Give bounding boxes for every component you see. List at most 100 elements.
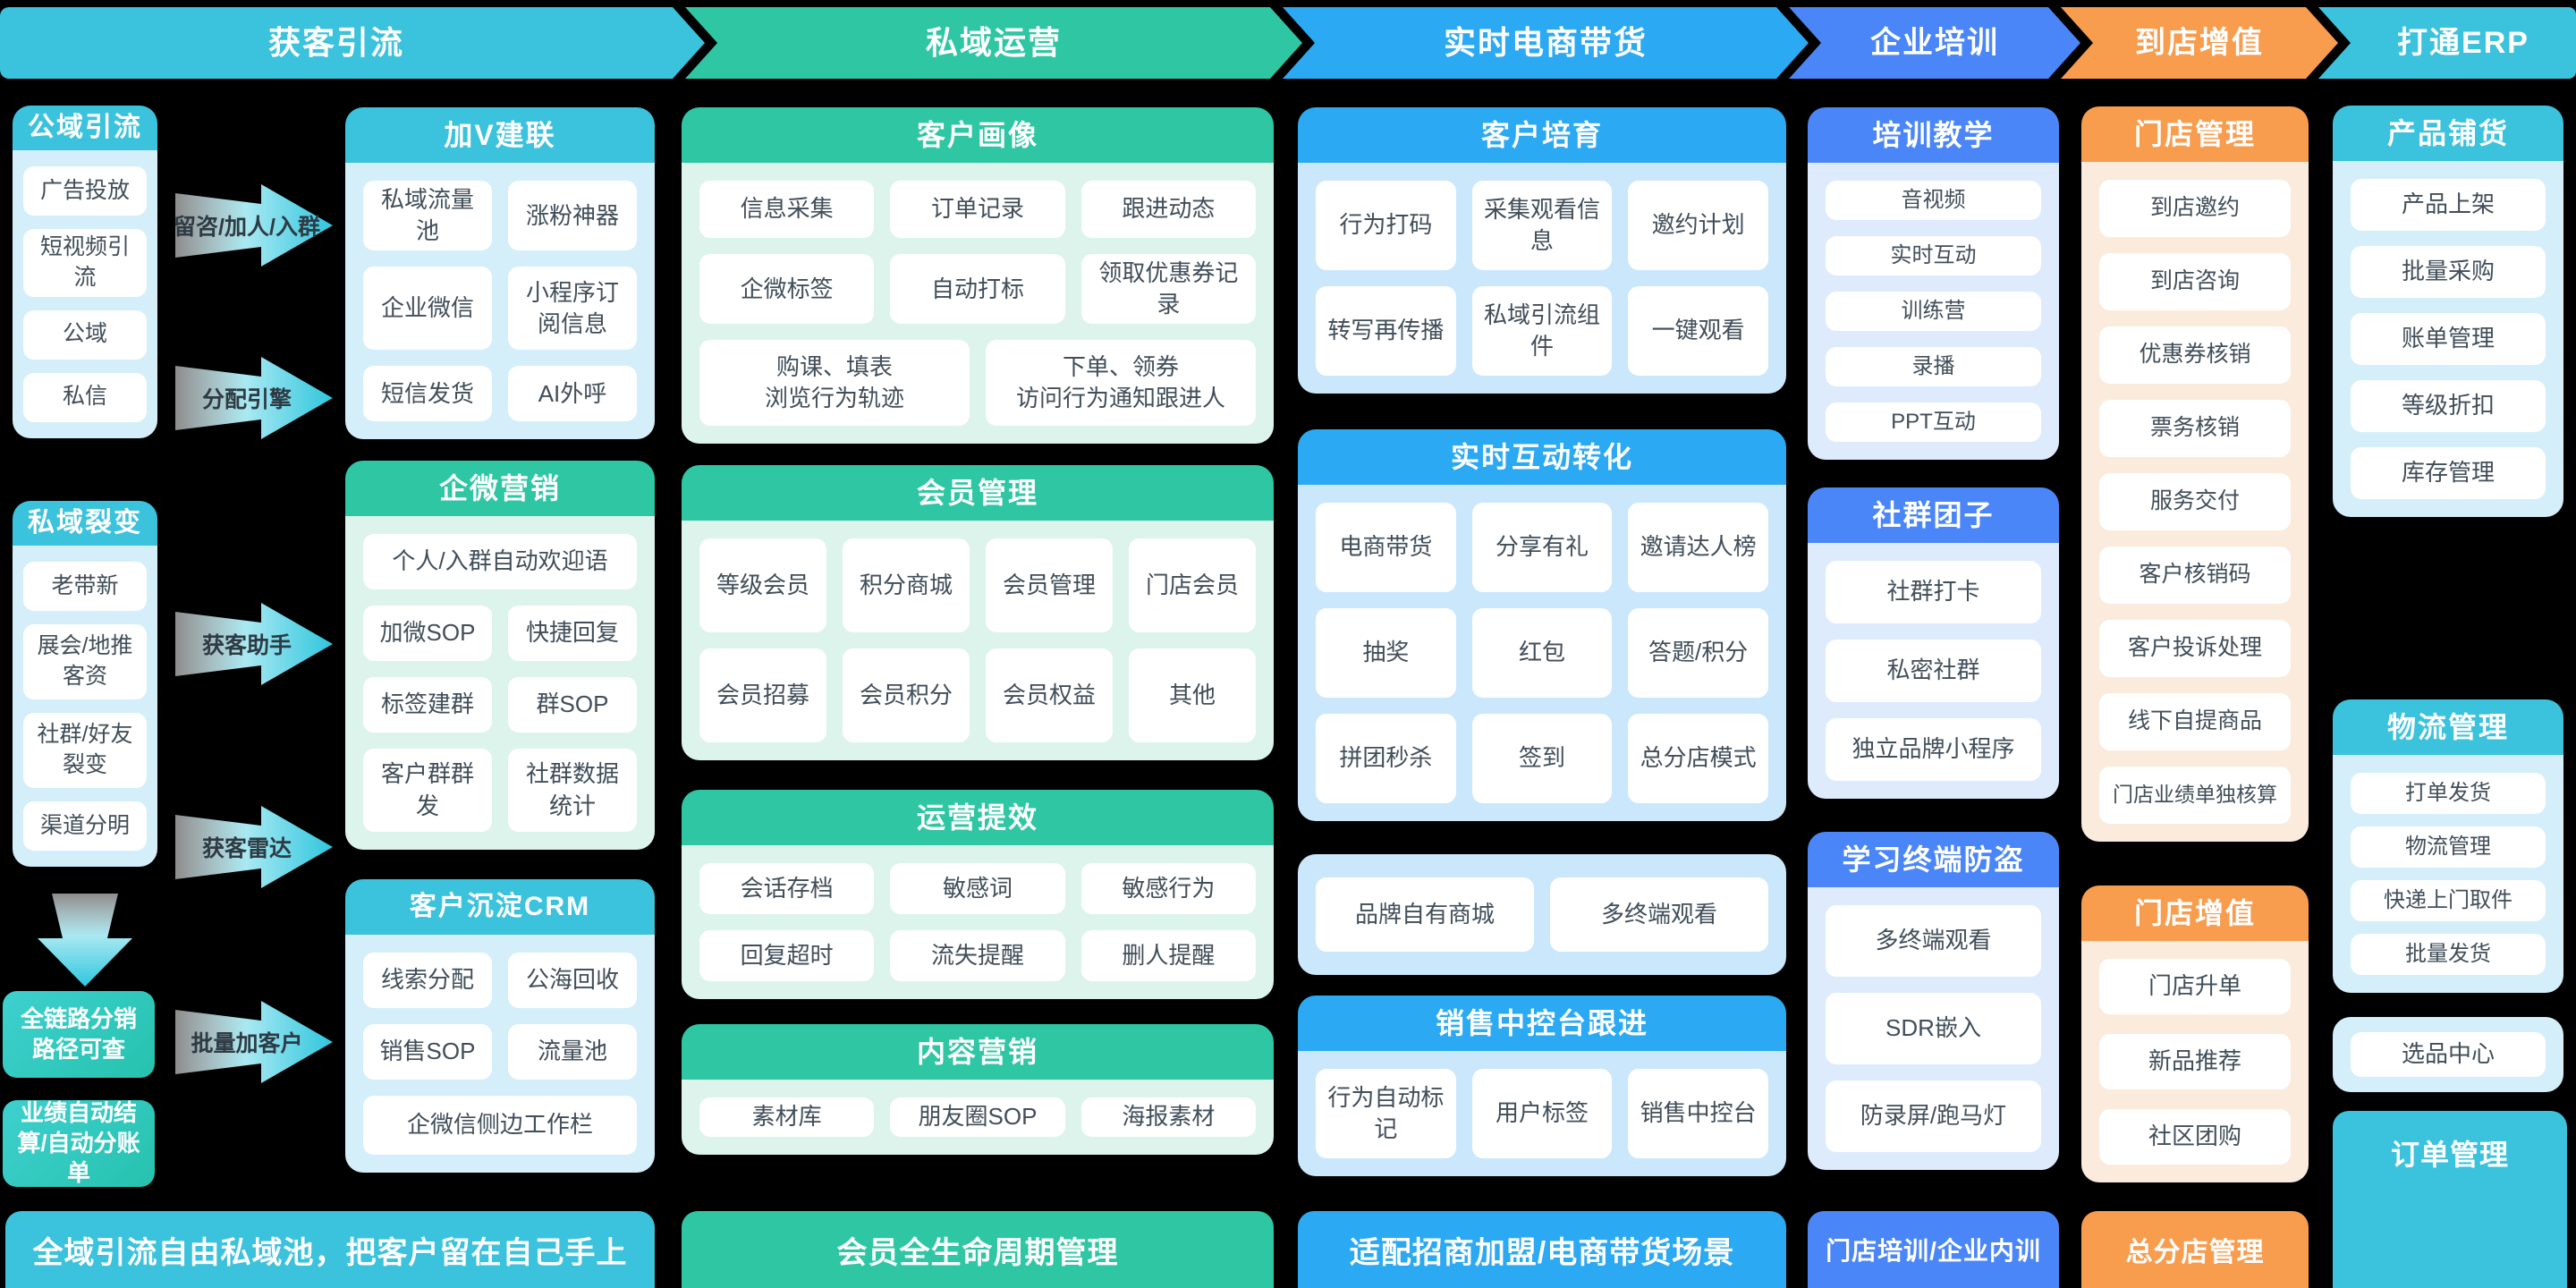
feature-item: 下单、领券 访问行为通知跟进人 bbox=[985, 340, 1256, 427]
section-title: 客户培育 bbox=[1298, 107, 1786, 163]
section-title: 运营提效 bbox=[682, 790, 1274, 845]
feature-item: 实时互动 bbox=[1826, 236, 2041, 275]
section-body: 到店邀约 到店咨询 优惠券核销 票务核销 服务交付 客户核销码 客户投诉处理 线… bbox=[2081, 162, 2309, 842]
feature-item: 领取优惠券记录 bbox=[1080, 254, 1256, 325]
feature-item: 门店升单 bbox=[2099, 959, 2291, 1014]
section-wecom-marketing: 企微营销 个人/入群自动欢迎语 加微SOP 快捷回复 标签建群 群SOP 客户群… bbox=[345, 461, 655, 850]
feature-item: 总分店模式 bbox=[1628, 714, 1768, 803]
feature-item: 加微SOP bbox=[363, 606, 492, 661]
feature-item: 其他 bbox=[1129, 648, 1256, 742]
section-product-selection: 选品中心 bbox=[2333, 1017, 2563, 1092]
feature-item: 防录屏/跑马灯 bbox=[1826, 1080, 2041, 1152]
feature-item: 个人/入群自动欢迎语 bbox=[363, 534, 637, 589]
highlight-box: 全链路分销路径可查 bbox=[3, 991, 155, 1078]
right-arrow-icon bbox=[175, 806, 333, 888]
section-body: 行为打码 采集观看信息 邀约计划 转写再传播 私域引流组件 一键观看 bbox=[1298, 163, 1786, 394]
banner-customer-acquisition: 获客引流 bbox=[0, 7, 705, 79]
feature-item: 公海回收 bbox=[508, 953, 637, 1008]
section-training-teaching: 培训教学 音视频 实时互动 训练营 录播 PPT互动 bbox=[1808, 107, 2059, 460]
feature-item: 社群/好友裂变 bbox=[23, 713, 147, 788]
feature-item: 录播 bbox=[1826, 347, 2041, 386]
feature-item: 选品中心 bbox=[2351, 1032, 2546, 1077]
banner-enterprise-training: 企业培训 bbox=[1789, 7, 2080, 79]
section-body: 个人/入群自动欢迎语 加微SOP 快捷回复 标签建群 群SOP 客户群群发 社群… bbox=[345, 516, 655, 850]
feature-item: 广告投放 bbox=[23, 166, 147, 216]
section-title: 私域裂变 bbox=[13, 501, 157, 546]
feature-item: 物流管理 bbox=[2351, 826, 2546, 868]
section-member-management: 会员管理 等级会员 积分商城 会员管理 门店会员 会员招募 会员积分 会员权益 … bbox=[682, 465, 1274, 760]
feature-item: 销售中控台 bbox=[1628, 1069, 1768, 1158]
section-title: 培训教学 bbox=[1808, 107, 2059, 163]
section-body: 产品上架 批量采购 账单管理 等级折扣 库存管理 bbox=[2333, 161, 2563, 517]
feature-item: 答题/积分 bbox=[1628, 608, 1768, 698]
section-private-fission: 私域裂变 老带新 展会/地推客资 社群/好友裂变 渠道分明 bbox=[13, 501, 157, 867]
feature-item: 到店咨询 bbox=[2099, 253, 2291, 310]
flow-arrow: 留咨/加人/入群 bbox=[174, 179, 333, 272]
flow-arrow-label: 留咨/加人/入群 bbox=[174, 215, 320, 240]
feature-item: 公域 bbox=[23, 309, 147, 360]
feature-item: 一键观看 bbox=[1628, 286, 1768, 376]
section-body: 电商带货 分享有礼 邀请达人榜 抽奖 红包 答题/积分 拼团秒杀 签到 总分店模… bbox=[1298, 485, 1786, 821]
feature-item: 小程序订阅信息 bbox=[508, 267, 637, 351]
section-title: 门店增值 bbox=[2081, 886, 2309, 941]
right-arrow-icon bbox=[175, 357, 333, 439]
feature-item: 积分商城 bbox=[843, 538, 970, 632]
feature-item: 信息采集 bbox=[699, 181, 875, 238]
feature-item: 跟进动态 bbox=[1080, 181, 1256, 238]
section-body: 线索分配 公海回收 销售SOP 流量池 企微信侧边工作栏 bbox=[345, 935, 655, 1173]
section-live-interaction-conversion: 实时互动转化 电商带货 分享有礼 邀请达人榜 抽奖 红包 答题/积分 拼团秒杀 … bbox=[1298, 429, 1786, 821]
section-body: 行为自动标记 用户标签 销售中控台 bbox=[1298, 1051, 1786, 1176]
feature-item: 删人提醒 bbox=[1080, 930, 1256, 981]
feature-item: 社区团购 bbox=[2099, 1109, 2291, 1165]
feature-item: 会员管理 bbox=[986, 538, 1113, 632]
feature-item: 会员积分 bbox=[843, 648, 970, 742]
section-title: 社群团子 bbox=[1808, 487, 2059, 543]
feature-item: 会话存档 bbox=[699, 863, 875, 914]
banner-private-domain-ops: 私域运营 bbox=[685, 7, 1302, 79]
feature-item: 行为打码 bbox=[1316, 181, 1456, 270]
feature-item: 客户群群发 bbox=[363, 749, 492, 832]
feature-item: 购课、填表 浏览行为轨迹 bbox=[699, 340, 970, 427]
feature-item: 打单发货 bbox=[2351, 773, 2546, 814]
feature-item: PPT互动 bbox=[1826, 402, 2041, 442]
feature-item: 品牌自有商城 bbox=[1316, 877, 1534, 952]
flow-arrow-label: 获客雷达 bbox=[201, 836, 292, 861]
highlight-box: 业绩自动结算/自动分账单 bbox=[3, 1099, 155, 1187]
section-body: 老带新 展会/地推客资 社群/好友裂变 渠道分明 bbox=[13, 546, 157, 867]
feature-item: AI外呼 bbox=[508, 366, 637, 422]
feature-item: 邀约计划 bbox=[1628, 181, 1768, 270]
section-body: 会话存档 敏感词 敏感行为 回复超时 流失提醒 删人提醒 bbox=[682, 845, 1274, 999]
feature-item: 流失提醒 bbox=[890, 930, 1065, 981]
section-customer-nurturing: 客户培育 行为打码 采集观看信息 邀约计划 转写再传播 私域引流组件 一键观看 bbox=[1298, 107, 1786, 394]
footer-training: 门店培训/企业内训 bbox=[1808, 1211, 2059, 1288]
feature-item: 新品推荐 bbox=[2099, 1034, 2291, 1089]
section-anti-piracy: 学习终端防盗 多终端观看 SDR嵌入 防录屏/跑马灯 bbox=[1808, 832, 2059, 1170]
feature-item: 批量采购 bbox=[2351, 246, 2546, 298]
feature-item: 私密社群 bbox=[1826, 640, 2041, 702]
flow-arrow: 获客雷达 bbox=[175, 801, 333, 894]
feature-item: 流量池 bbox=[508, 1024, 637, 1080]
feature-item: 门店业绩单独核算 bbox=[2099, 767, 2291, 824]
feature-item: 产品上架 bbox=[2351, 179, 2546, 231]
feature-item: 渠道分明 bbox=[23, 801, 147, 851]
section-body: 社群打卡 私密社群 独立品牌小程序 bbox=[1808, 543, 2059, 799]
section-title: 公域引流 bbox=[13, 106, 157, 150]
flow-arrow-label: 获客助手 bbox=[201, 633, 292, 658]
section-title: 会员管理 bbox=[682, 465, 1274, 521]
feature-item: 私信 bbox=[23, 372, 147, 422]
section-body: 选品中心 bbox=[2333, 1017, 2563, 1092]
section-title: 客户沉淀CRM bbox=[345, 879, 655, 935]
section-body: 广告投放 短视频引流 公域 私信 bbox=[13, 150, 157, 438]
section-body: 等级会员 积分商城 会员管理 门店会员 会员招募 会员积分 会员权益 其他 bbox=[682, 521, 1274, 760]
footer-scenarios: 适配招商加盟/电商带货场景 bbox=[1298, 1211, 1786, 1288]
feature-item: 会员权益 bbox=[986, 648, 1113, 742]
flow-arrow: 分配引擎 bbox=[175, 352, 333, 445]
feature-item: 标签建群 bbox=[363, 677, 492, 733]
feature-item: 票务核销 bbox=[2099, 400, 2291, 457]
feature-item: 会员招募 bbox=[699, 648, 826, 742]
right-arrow-icon bbox=[175, 1001, 333, 1083]
section-body: 门店升单 新品推荐 社区团购 bbox=[2081, 941, 2309, 1182]
feature-item: 社群数据统计 bbox=[508, 749, 637, 832]
feature-item: 私域流量池 bbox=[363, 181, 492, 251]
footer-order-management: 订单管理 bbox=[2333, 1111, 2567, 1288]
